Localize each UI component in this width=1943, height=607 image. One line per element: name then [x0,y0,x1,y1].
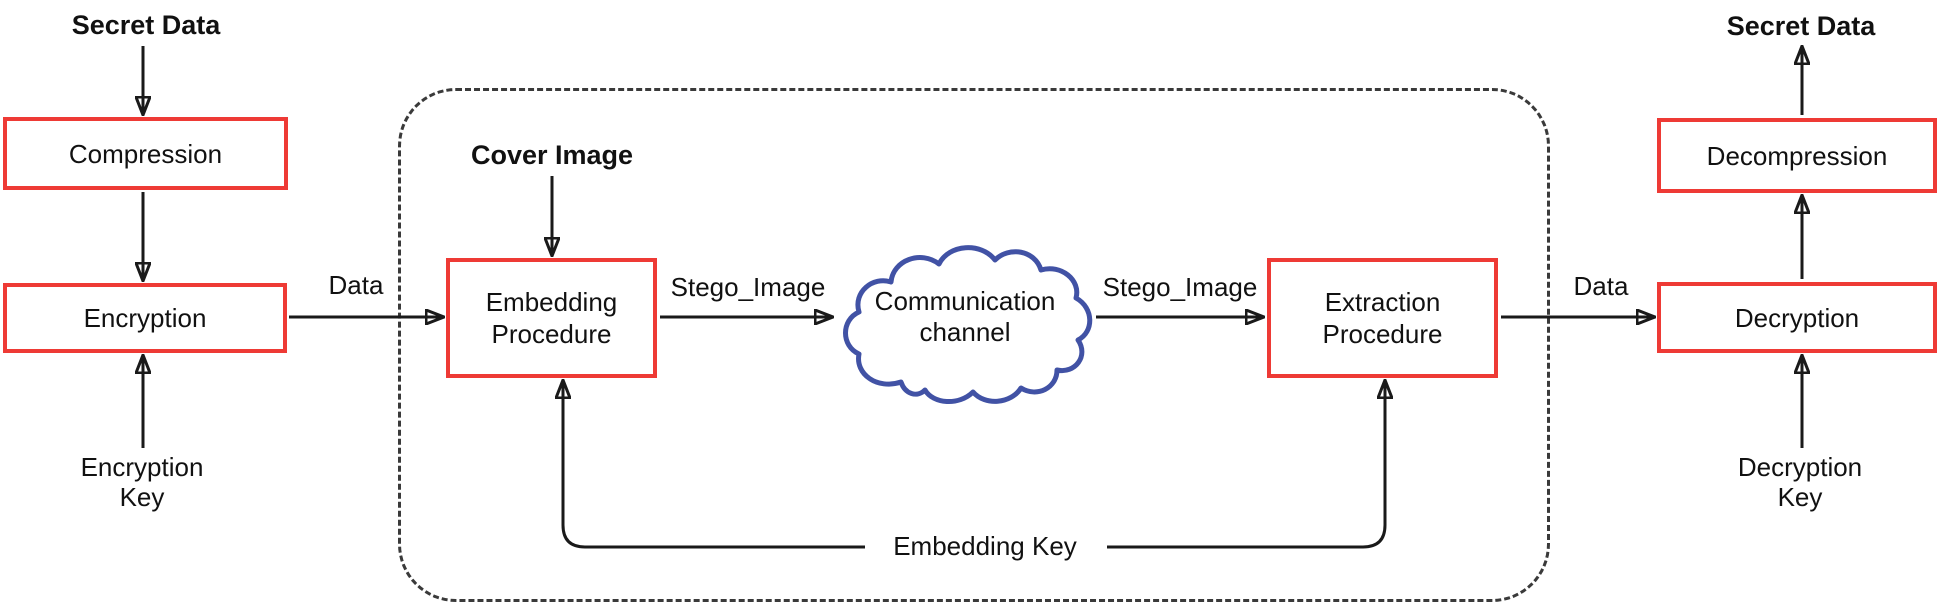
decryption-key-line2: Key [1777,482,1823,512]
extraction-procedure-box: Extraction Procedure [1267,258,1498,378]
decryption-box: Decryption [1657,282,1937,353]
encryption-key-line1: Encryption [80,452,204,482]
encryption-key-label: Encryption Key [42,452,242,512]
embedding-box-line1: Embedding [485,287,618,317]
embedding-procedure-box: Embedding Procedure [446,258,657,378]
data-flow-label-right: Data [1573,271,1629,301]
decompression-box: Decompression [1657,118,1937,193]
secret-data-label-sender: Secret Data [71,10,221,40]
communication-channel-cloud [833,234,1097,414]
secret-data-label-receiver: Secret Data [1726,11,1876,41]
decryption-key-label: Decryption Key [1700,452,1900,512]
embedding-key-label: Embedding Key [893,531,1077,561]
decryption-key-line1: Decryption [1737,452,1863,482]
encryption-box: Encryption [3,283,287,353]
cover-image-label: Cover Image [470,140,634,170]
stego-system-boundary [398,88,1550,602]
stego-image-label-left: Stego_Image [670,272,826,302]
communication-channel-label: Communication channel [833,286,1097,348]
encryption-box-label: Encryption [83,303,207,333]
extraction-box-line2: Procedure [1322,319,1443,349]
embedding-box-line2: Procedure [491,319,612,349]
encryption-key-line2: Key [119,482,165,512]
stego-image-label-right: Stego_Image [1102,272,1258,302]
cloud-label-line2: channel [919,317,1011,347]
cloud-label-line1: Communication [874,286,1056,316]
cloud-outline [843,245,1093,404]
data-flow-label-left: Data [328,270,384,300]
compression-box-label: Compression [68,138,223,169]
decryption-box-label: Decryption [1734,302,1860,333]
compression-box: Compression [3,117,288,190]
extraction-box-line1: Extraction [1324,287,1441,317]
decompression-box-label: Decompression [1706,140,1888,171]
